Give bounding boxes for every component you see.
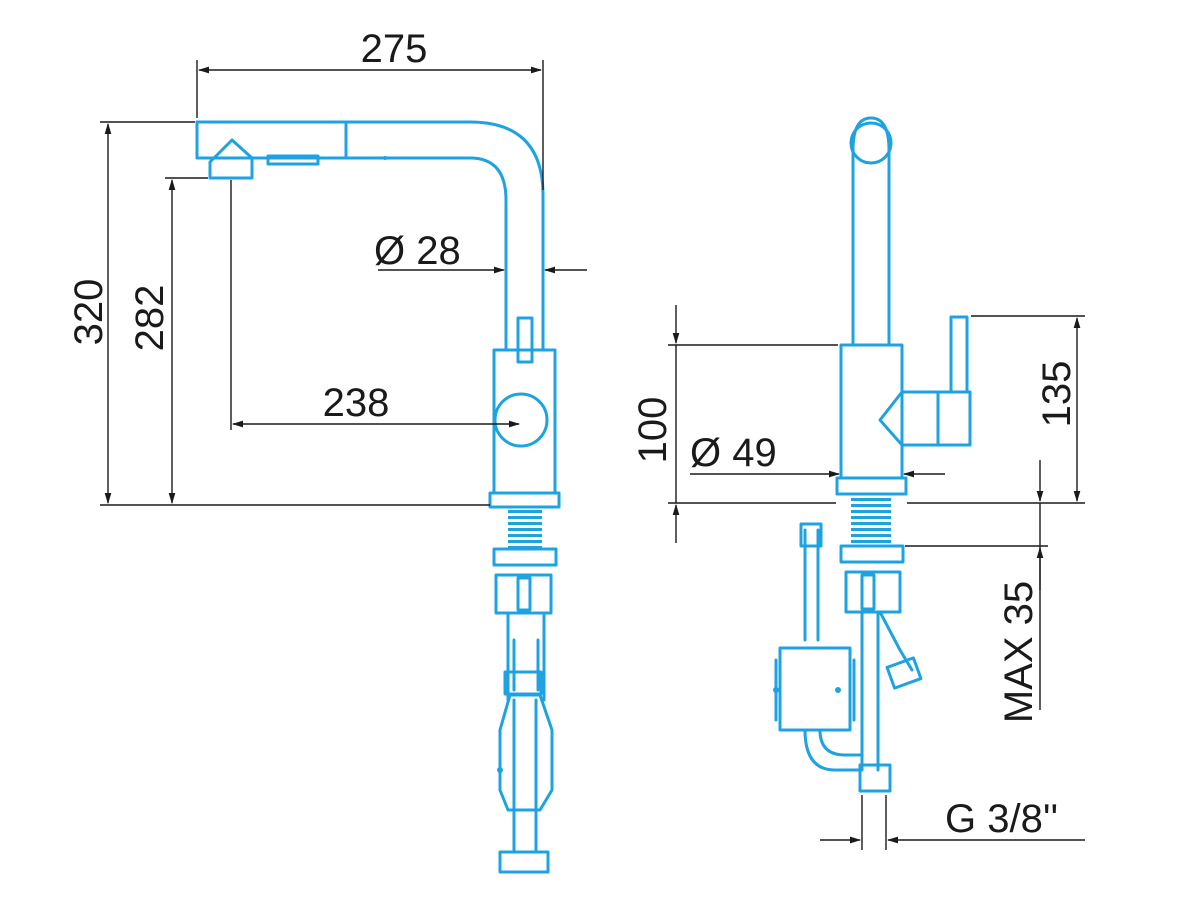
dim-width: 275: [196, 27, 544, 190]
dim-body-height: 100: [631, 305, 838, 543]
front-under-mount: [773, 522, 923, 793]
dim-connection-label: G 3/8'': [945, 797, 1058, 841]
dim-max-deck: MAX 35: [905, 460, 1048, 723]
dim-height-total-label: 320: [67, 279, 111, 346]
front-view: 135 100 Ø 49 MAX 35 G 3/: [631, 116, 1085, 850]
dim-height-total: 320: [67, 121, 490, 506]
side-under-mount: [492, 547, 558, 874]
dim-spout-diameter: Ø 28: [374, 229, 587, 274]
side-spout: [195, 120, 545, 352]
dim-lever-height: 135: [907, 315, 1085, 504]
dim-reach: 238: [230, 180, 521, 430]
side-body: [488, 316, 561, 509]
dim-spout-diameter-label: Ø 28: [374, 229, 461, 273]
side-view: 275 320 282 Ø 28 238: [67, 27, 587, 874]
dim-body-height-label: 100: [631, 397, 675, 464]
front-body: [835, 315, 972, 496]
front-thread: [851, 494, 891, 546]
dim-body-diameter-label: Ø 49: [690, 431, 777, 475]
dim-height-spout-label: 282: [128, 285, 172, 352]
dim-lever-height-label: 135: [1035, 361, 1079, 428]
dim-reach-label: 238: [323, 381, 390, 425]
front-spout: [849, 116, 893, 347]
dim-width-label: 275: [361, 27, 428, 71]
side-thread: [508, 507, 542, 549]
dim-connection: G 3/8'': [820, 795, 1085, 850]
dim-body-diameter: Ø 49: [690, 431, 945, 478]
dim-max-deck-label: MAX 35: [997, 581, 1041, 723]
dim-height-spout: 282: [128, 177, 208, 505]
